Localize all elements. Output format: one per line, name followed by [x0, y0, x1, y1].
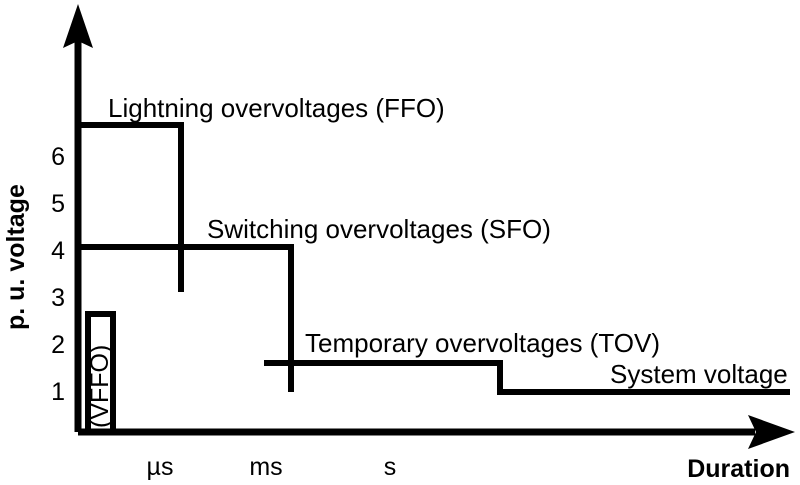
series-vffo-label: (VFFO) [86, 345, 114, 428]
y-tick-label-1: 1 [51, 378, 65, 406]
y-tick-label-5: 5 [51, 190, 65, 218]
x-tick-label-us: µs [147, 453, 174, 481]
x-tick-label-ms: ms [249, 453, 282, 481]
series-vffo-step [85, 311, 116, 432]
x-axis-title: Duration [687, 455, 790, 483]
series-ffo-label: Lightning overvoltages (FFO) [108, 93, 445, 123]
axes-group [63, 4, 795, 449]
y-tick-labels-group: 6 5 4 3 2 1 [51, 143, 65, 406]
y-axis-title: p. u. voltage [2, 184, 30, 330]
y-tick-label-6: 6 [51, 143, 65, 171]
y-tick-label-4: 4 [51, 237, 65, 265]
series-tov-system-step [264, 360, 790, 395]
y-tick-label-3: 3 [51, 284, 65, 312]
series-sfo-label: Switching overvoltages (SFO) [207, 214, 551, 244]
y-tick-label-2: 2 [51, 331, 65, 359]
x-tick-labels-group: µs ms s [147, 453, 397, 481]
x-tick-label-s: s [384, 453, 397, 481]
series-system-voltage-label: System voltage [610, 359, 788, 389]
y-axis-arrow-icon [63, 4, 93, 48]
x-axis-arrow-icon [748, 415, 795, 449]
series-tov-label: Temporary overvoltages (TOV) [305, 328, 660, 358]
series-sfo-step [80, 244, 294, 392]
series-ffo-step [80, 122, 184, 292]
